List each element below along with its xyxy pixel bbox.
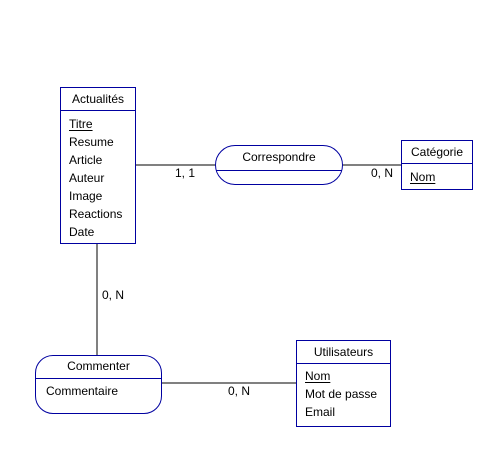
attribute-date: Date xyxy=(69,225,95,239)
entity-utilisateurs[interactable]: Utilisateurs Nom Mot de passe Email xyxy=(296,340,391,427)
attribute-nom: Nom xyxy=(410,170,436,184)
attribute-article: Article xyxy=(69,153,103,167)
entity-categorie-title: Catégorie xyxy=(402,141,472,164)
entity-actualites-attributes: Titre Resume Article Auteur Image Reacti… xyxy=(61,111,135,241)
cardinality-categorie-correspondre: 0, N xyxy=(371,166,394,180)
attribute-titre: Titre xyxy=(69,117,93,131)
attribute-commentaire: Commentaire xyxy=(46,384,119,398)
attribute-mot-de-passe: Mot de passe xyxy=(305,387,378,401)
relation-commenter[interactable]: Commenter Commentaire xyxy=(35,355,162,414)
relation-commenter-title: Commenter xyxy=(36,356,161,379)
cardinality-actualites-correspondre: 1, 1 xyxy=(175,166,196,180)
entity-actualites[interactable]: Actualités Titre Resume Article Auteur I… xyxy=(60,87,136,244)
attribute-email: Email xyxy=(305,405,336,419)
relation-correspondre-title: Correspondre xyxy=(216,146,342,171)
relation-commenter-attributes: Commentaire xyxy=(36,379,161,403)
attribute-image: Image xyxy=(69,189,103,203)
relation-correspondre[interactable]: Correspondre xyxy=(215,145,343,185)
entity-utilisateurs-title: Utilisateurs xyxy=(297,341,390,364)
entity-actualites-title: Actualités xyxy=(61,88,135,111)
attribute-resume: Resume xyxy=(69,135,114,149)
attribute-auteur: Auteur xyxy=(69,171,105,185)
cardinality-utilisateurs-commenter: 0, N xyxy=(228,384,251,398)
attribute-reactions: Reactions xyxy=(69,207,123,221)
cardinality-actualites-commenter: 0, N xyxy=(102,288,125,302)
entity-categorie-attributes: Nom xyxy=(402,164,472,186)
entity-categorie[interactable]: Catégorie Nom xyxy=(401,140,473,190)
attribute-nom: Nom xyxy=(305,369,331,383)
entity-utilisateurs-attributes: Nom Mot de passe Email xyxy=(297,364,390,421)
